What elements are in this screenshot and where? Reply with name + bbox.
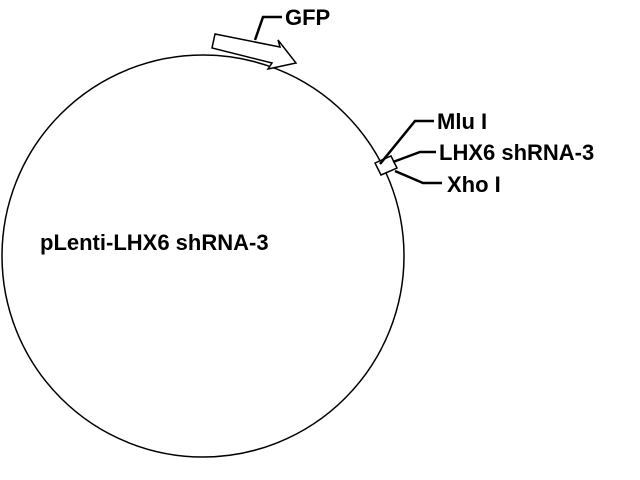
- shrna-leader-line: [392, 150, 436, 164]
- mlu-site-label: Mlu I: [437, 109, 487, 134]
- gfp-label: GFP: [285, 5, 330, 30]
- mlu-leader-line: [379, 119, 434, 165]
- plasmid-name-label: pLenti-LHX6 shRNA-3: [40, 230, 269, 255]
- gfp-leader-line: [253, 15, 282, 41]
- xho-leader-line: [394, 169, 442, 185]
- xho-site-label: Xho I: [447, 172, 501, 197]
- gfp-feature-arrow: [211, 33, 298, 71]
- plasmid-backbone-circle: [1, 54, 405, 458]
- shrna-label: LHX6 shRNA-3: [439, 140, 594, 165]
